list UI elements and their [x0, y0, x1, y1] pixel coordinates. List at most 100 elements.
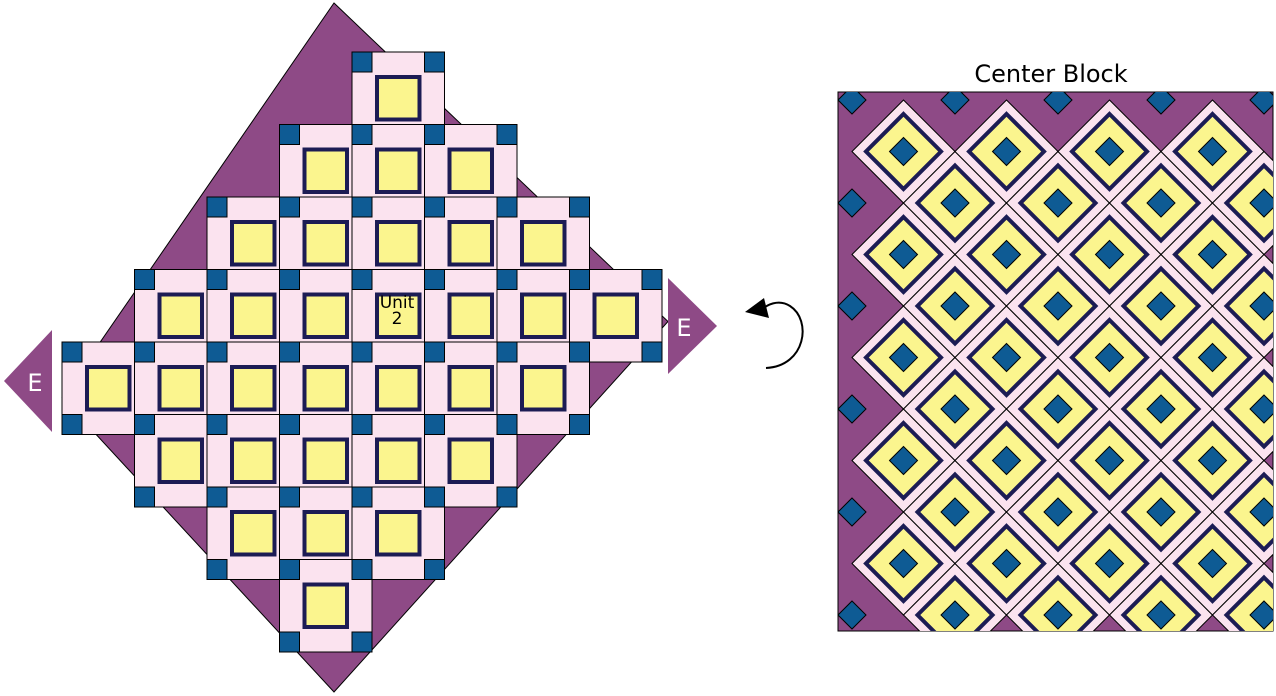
cornerstone-diamond [1094, 445, 1125, 476]
cornerstone-diamond [940, 291, 970, 321]
yellow-square [302, 510, 349, 557]
yellow-square [375, 220, 422, 267]
cornerstone-diamond [991, 548, 1022, 579]
center-block-grid [838, 92, 1273, 631]
yellow-square [520, 292, 567, 339]
cornerstone [496, 124, 518, 145]
cornerstone [206, 414, 228, 435]
cornerstone-diamond [1094, 342, 1125, 373]
yellow-square [230, 220, 277, 267]
cornerstone-diamond [1249, 92, 1273, 115]
yellow-square [157, 365, 204, 412]
cornerstone [351, 631, 373, 653]
cornerstone [424, 559, 445, 580]
yellow-square [157, 292, 204, 339]
yellow-square [520, 365, 567, 412]
cornerstone-diamond [1043, 291, 1073, 321]
cornerstone-diamond [1043, 600, 1073, 630]
cornerstone [206, 559, 228, 580]
cornerstone [569, 196, 590, 218]
cornerstone-diamond [940, 497, 970, 527]
cornerstone [496, 486, 518, 508]
cornerstone [424, 196, 445, 218]
quilt-assembly-diagram [61, 2, 669, 693]
cornerstone [569, 269, 590, 290]
cornerstone [569, 414, 590, 435]
cornerstone [279, 269, 300, 290]
yellow-square [447, 220, 494, 267]
cornerstone-diamond [940, 600, 970, 630]
cornerstone [206, 269, 228, 290]
cornerstone [61, 414, 83, 435]
cornerstone-diamond [1197, 239, 1228, 270]
cornerstone-diamond [888, 239, 919, 270]
cornerstone-diamond [888, 342, 919, 373]
cornerstone-diamond [1146, 600, 1176, 630]
cornerstone-diamond [1094, 548, 1125, 579]
cornerstone-diamond [888, 445, 919, 476]
unit-label-line1: Unit [380, 293, 415, 313]
cornerstone-diamond [991, 445, 1022, 476]
cornerstone [424, 269, 445, 290]
cornerstone [424, 124, 445, 145]
cornerstone [351, 196, 373, 218]
yellow-square [230, 292, 277, 339]
yellow-square [85, 365, 132, 412]
cornerstone [569, 341, 590, 363]
cornerstone [351, 414, 373, 435]
cornerstone [496, 269, 518, 290]
yellow-square [375, 437, 422, 484]
unit-label-line2: 2 [392, 309, 403, 329]
yellow-square [447, 437, 494, 484]
yellow-square [230, 510, 277, 557]
cornerstone [206, 486, 228, 508]
yellow-square [230, 365, 277, 412]
cornerstone-diamond [1146, 291, 1176, 321]
cornerstone-diamond [838, 394, 867, 424]
cornerstone-diamond [940, 188, 970, 218]
yellow-square [302, 220, 349, 267]
yellow-square [447, 365, 494, 412]
yellow-square [520, 220, 567, 267]
cornerstone [206, 341, 228, 363]
cornerstone [496, 196, 518, 218]
cornerstone [424, 414, 445, 435]
cornerstone [424, 341, 445, 363]
cornerstone-diamond [940, 394, 970, 424]
yellow-square [375, 75, 422, 122]
cornerstone [134, 269, 155, 290]
cornerstone [496, 341, 518, 363]
cornerstone [206, 196, 228, 218]
cornerstone [424, 51, 445, 73]
cornerstone [134, 414, 155, 435]
cornerstone [279, 414, 300, 435]
cornerstone-diamond [1146, 188, 1176, 218]
cornerstone [641, 269, 663, 290]
cornerstone [496, 414, 518, 435]
center-block-diagram [837, 91, 1274, 632]
cornerstone [351, 269, 373, 290]
yellow-square [447, 292, 494, 339]
cornerstone-diamond [1043, 497, 1073, 527]
cornerstone [61, 341, 83, 363]
cornerstone [279, 341, 300, 363]
cornerstone-diamond [1249, 394, 1273, 424]
cornerstone-diamond [1249, 291, 1273, 321]
cornerstone [279, 486, 300, 508]
cornerstone-diamond [838, 600, 867, 630]
yellow-square [302, 437, 349, 484]
cornerstone-diamond [991, 342, 1022, 373]
yellow-square [375, 147, 422, 194]
cornerstone-diamond [1249, 600, 1273, 630]
cornerstone [351, 486, 373, 508]
yellow-square [447, 147, 494, 194]
cornerstone-diamond [1043, 394, 1073, 424]
cornerstone-diamond [1197, 136, 1228, 167]
cornerstone-diamond [991, 136, 1022, 167]
yellow-square [230, 437, 277, 484]
cornerstone-diamond [888, 548, 919, 579]
cornerstone-diamond [1043, 188, 1073, 218]
yellow-square [302, 365, 349, 412]
yellow-square [375, 292, 422, 339]
